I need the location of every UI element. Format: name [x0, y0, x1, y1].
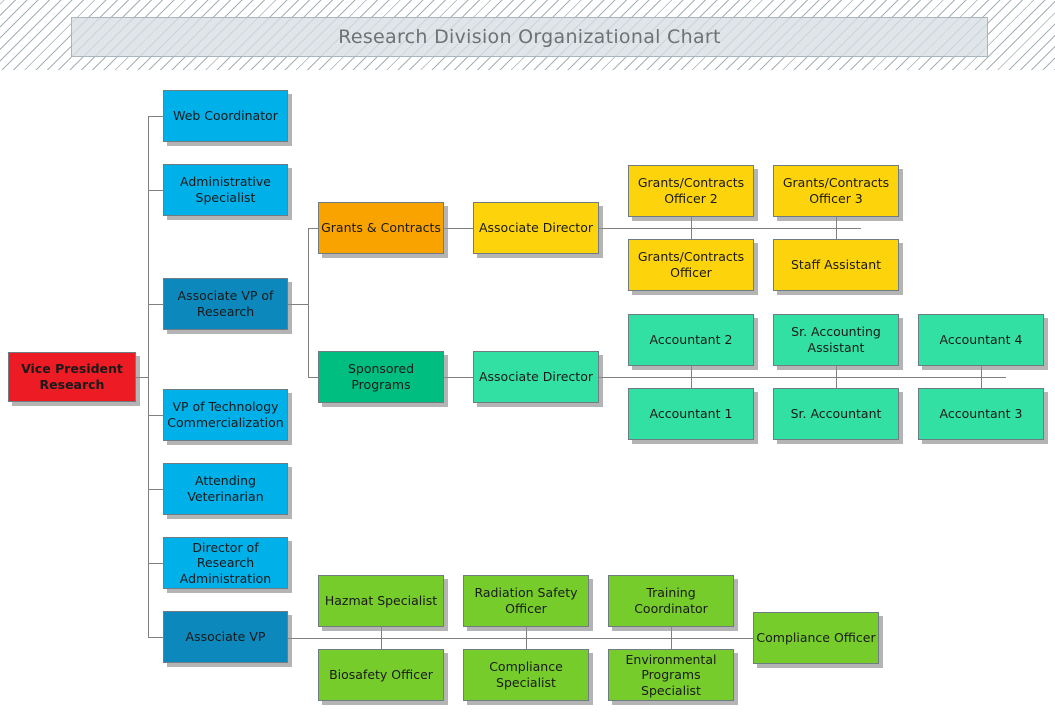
connector-stub-accountant-3 — [981, 377, 982, 389]
org-node-label: Compliance Specialist — [489, 659, 563, 690]
org-node-label: Web Coordinator — [173, 108, 278, 124]
org-node-avp[interactable]: Associate VP — [163, 611, 288, 663]
org-node-label: Biosafety Officer — [329, 667, 433, 683]
org-node-env-programs-spec[interactable]: Environmental Programs Specialist — [608, 649, 734, 701]
org-node-label: Associate VP — [185, 629, 266, 645]
org-node-biosafety-officer[interactable]: Biosafety Officer — [318, 649, 444, 701]
connector-to-web — [148, 116, 164, 117]
org-node-dir-res-admin[interactable]: Director of Research Administration — [163, 537, 288, 589]
org-node-gc-officer-2[interactable]: Grants/Contracts Officer 2 — [628, 165, 754, 217]
connector-to-admin-spec — [148, 190, 164, 191]
org-node-accountant-2[interactable]: Accountant 2 — [628, 314, 754, 366]
org-node-label: Accountant 1 — [649, 406, 733, 422]
connector-to-dir-res-admin — [148, 563, 164, 564]
org-node-radiation-safety[interactable]: Radiation Safety Officer — [463, 575, 589, 627]
connector-to-sponsored-programs — [308, 377, 319, 378]
org-node-avp-research[interactable]: Associate VP of Research — [163, 278, 288, 330]
org-node-accountant-3[interactable]: Accountant 3 — [918, 388, 1044, 440]
org-node-label: Vice President Research — [21, 361, 123, 392]
org-node-label: Accountant 3 — [939, 406, 1023, 422]
org-node-compliance-spec[interactable]: Compliance Specialist — [463, 649, 589, 701]
connector-to-avp — [148, 637, 164, 638]
org-node-assoc-dir-sp[interactable]: Associate Director — [473, 351, 599, 403]
org-node-sr-accountant[interactable]: Sr. Accountant — [773, 388, 899, 440]
org-node-training-coord[interactable]: Training Coordinator — [608, 575, 734, 627]
org-node-label: Associate VP of Research — [177, 288, 274, 319]
org-node-label: Hazmat Specialist — [324, 593, 438, 609]
org-node-admin-spec[interactable]: Administrative Specialist — [163, 164, 288, 216]
org-node-label: Associate Director — [478, 369, 593, 385]
connector-gc-officer-bus — [599, 228, 861, 229]
org-node-label: Sponsored Programs — [347, 361, 415, 392]
org-node-label: Grants & Contracts — [321, 220, 441, 236]
connector-stub-radiation — [526, 627, 527, 639]
org-node-staff-assistant[interactable]: Staff Assistant — [773, 239, 899, 291]
connector-stub-gc-officer-3 — [836, 217, 837, 229]
connector-stub-sr-acct-assistant — [836, 366, 837, 378]
org-node-gc-officer-3[interactable]: Grants/Contracts Officer 3 — [773, 165, 899, 217]
connector-accountant-bus — [599, 377, 1006, 378]
connector-to-grants-contracts — [308, 228, 319, 229]
org-node-compliance-officer[interactable]: Compliance Officer — [753, 612, 879, 664]
org-node-label: Environmental Programs Specialist — [625, 651, 717, 698]
org-node-label: Sr. Accountant — [790, 406, 882, 422]
org-node-grants-contracts[interactable]: Grants & Contracts — [318, 202, 444, 254]
header-hatch-band: Research Division Organizational Chart — [0, 0, 1055, 70]
connector-stub-gc-officer-2 — [691, 217, 692, 229]
org-node-label: VP of Technology Commercialization — [167, 399, 284, 430]
connector-stub-env-programs — [671, 638, 672, 650]
org-node-accountant-1[interactable]: Accountant 1 — [628, 388, 754, 440]
org-node-assoc-dir-gc[interactable]: Associate Director — [473, 202, 599, 254]
connector-stub-staff-assistant — [836, 228, 837, 240]
org-node-web[interactable]: Web Coordinator — [163, 90, 288, 142]
org-node-label: Accountant 4 — [939, 332, 1023, 348]
org-node-accountant-4[interactable]: Accountant 4 — [918, 314, 1044, 366]
org-node-hazmat-specialist[interactable]: Hazmat Specialist — [318, 575, 444, 627]
org-node-label: Attending Veterinarian — [187, 473, 264, 504]
connector-stub-compliance-spec — [526, 638, 527, 650]
org-node-label: Grants/Contracts Officer 2 — [637, 175, 745, 206]
connector-avpresearch-stem — [288, 304, 309, 305]
org-node-label: Administrative Specialist — [180, 174, 271, 205]
org-node-sr-acct-assistant[interactable]: Sr. Accounting Assistant — [773, 314, 899, 366]
org-node-sponsored-programs[interactable]: Sponsored Programs — [318, 351, 444, 403]
connector-stub-accountant-2 — [691, 366, 692, 378]
connector-to-avp-research — [148, 304, 164, 305]
connector-stub-gc-officer — [691, 228, 692, 240]
org-node-label: Training Coordinator — [634, 585, 708, 616]
org-node-label: Director of Research Administration — [179, 539, 272, 586]
connector-vp-stem — [136, 377, 149, 378]
org-node-label: Accountant 2 — [649, 332, 733, 348]
org-node-label: Sr. Accounting Assistant — [791, 324, 881, 355]
page-title: Research Division Organizational Chart — [338, 26, 721, 48]
connector-stub-biosafety — [381, 638, 382, 650]
org-node-label: Compliance Officer — [756, 630, 876, 646]
org-node-gc-officer[interactable]: Grants/Contracts Officer — [628, 239, 754, 291]
org-node-label: Grants/Contracts Officer — [637, 249, 745, 280]
org-node-label: Staff Assistant — [790, 257, 882, 273]
org-node-label: Grants/Contracts Officer 3 — [782, 175, 890, 206]
org-node-vp[interactable]: Vice President Research — [8, 352, 136, 402]
connector-to-attending-vet — [148, 489, 164, 490]
org-node-attending-vet[interactable]: Attending Veterinarian — [163, 463, 288, 515]
connector-stub-hazmat — [381, 627, 382, 639]
org-node-label: Radiation Safety Officer — [474, 585, 578, 616]
org-node-label: Associate Director — [478, 220, 593, 236]
connector-stub-accountant-1 — [691, 377, 692, 389]
connector-compliance-bus — [288, 638, 754, 639]
connector-avpresearch-bus — [308, 228, 309, 377]
connector-stub-sr-accountant — [836, 377, 837, 389]
connector-vp-bus — [148, 116, 149, 638]
connector-to-vp-tech — [148, 415, 164, 416]
org-node-vp-tech[interactable]: VP of Technology Commercialization — [163, 389, 288, 441]
connector-stub-accountant-4 — [981, 366, 982, 378]
connector-gc-to-assocdir — [444, 228, 474, 229]
title-banner: Research Division Organizational Chart — [71, 17, 988, 57]
connector-stub-training — [671, 627, 672, 639]
connector-sp-to-assocdir — [444, 377, 474, 378]
